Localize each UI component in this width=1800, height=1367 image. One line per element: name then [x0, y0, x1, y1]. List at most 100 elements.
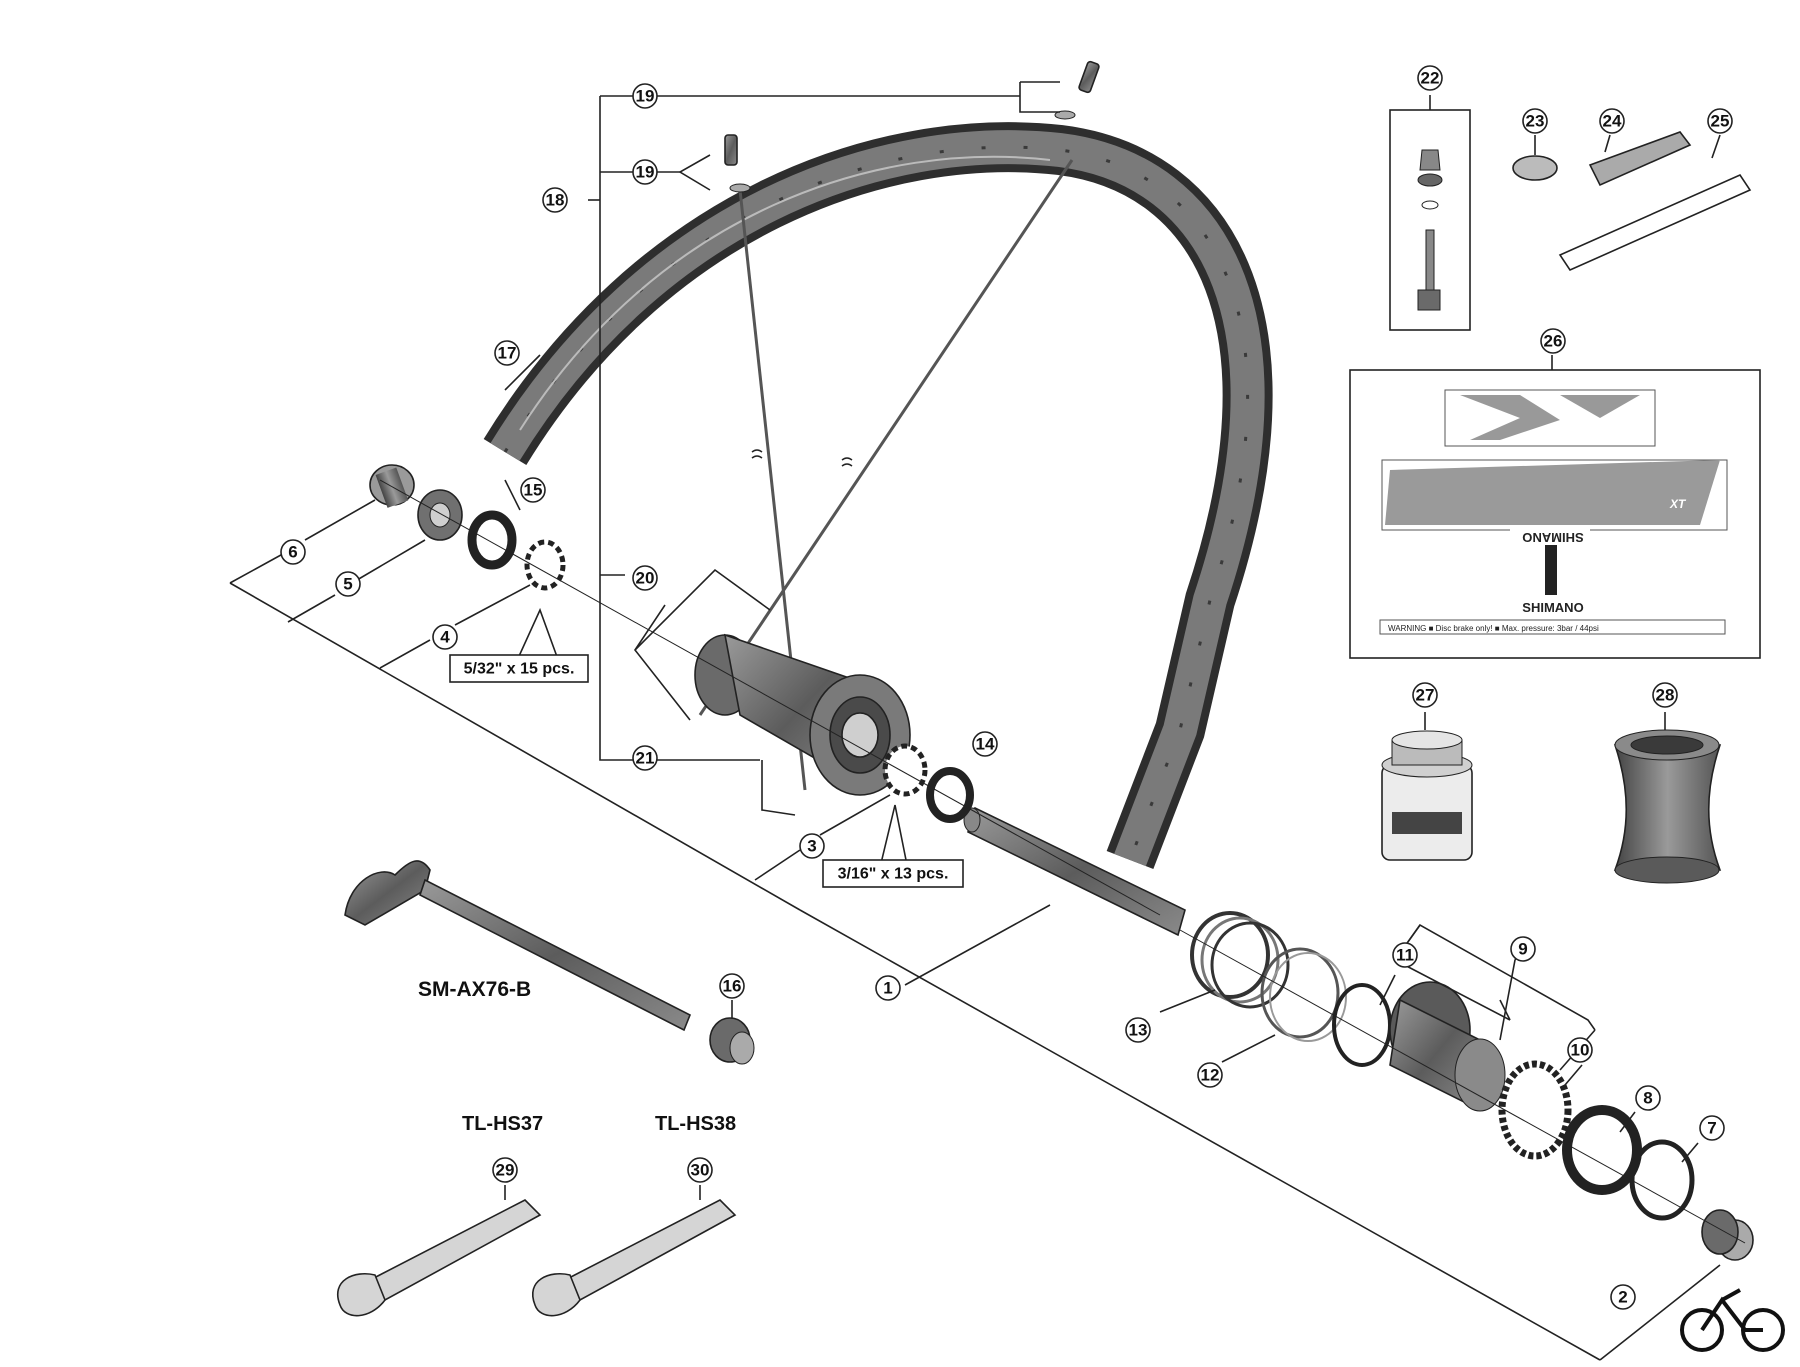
callout-circle: [632, 565, 658, 591]
callout-number: 22: [1421, 69, 1440, 88]
tool-a-label: TL-HS37: [462, 1113, 543, 1135]
spoke-group-leaders: [504, 81, 1060, 816]
rim: [483, 122, 1273, 869]
grease-jar-27: [1381, 712, 1473, 861]
seal-8: [1562, 1105, 1642, 1195]
callout-number: 25: [1711, 112, 1730, 131]
spring-13: [1190, 911, 1290, 1009]
callout-circle: [632, 745, 658, 771]
callout-number: 7: [1707, 1119, 1716, 1138]
lock-nut-5: [417, 489, 463, 541]
callout-circle: [875, 975, 901, 1001]
callout-number: 13: [1129, 1021, 1148, 1040]
callout-circle: [1392, 942, 1418, 968]
callout-circle: [972, 731, 998, 757]
hub-axle: [963, 806, 1186, 937]
callout-circle: [1567, 1037, 1593, 1063]
callout-number: 12: [1201, 1066, 1220, 1085]
dust-seal-15: [467, 510, 517, 570]
callout-number: 29: [496, 1161, 515, 1180]
callout-circle: [1412, 682, 1438, 708]
axis-line-left: [379, 479, 1161, 916]
callout-number: 17: [498, 344, 517, 363]
thru-axle: [344, 860, 692, 1032]
valve-kit-22: [1389, 95, 1471, 331]
axis-line-right: [1179, 929, 1746, 1244]
tool-b-label: TL-HS38: [655, 1113, 736, 1135]
spring-12: [1260, 947, 1347, 1042]
spoke-key-24: [1588, 131, 1692, 187]
callout-number: 8: [1643, 1089, 1652, 1108]
spoke-nipple-left: [724, 134, 751, 193]
decal-xt-mark: XT: [1669, 497, 1687, 511]
callout-number: 26: [1544, 332, 1563, 351]
callout-circle: [1599, 108, 1625, 134]
callout-number: 27: [1416, 686, 1435, 705]
callout-number: 19: [636, 163, 655, 182]
callout-circle: [1610, 1284, 1636, 1310]
callout-number: 10: [1571, 1041, 1590, 1060]
callout-number: 24: [1603, 112, 1622, 131]
qty-box-small-balls: 5/32" x 15 pcs.: [449, 654, 589, 683]
callout-circle: [542, 187, 568, 213]
qty-small-balls-text: 5/32" x 15 pcs.: [464, 661, 575, 678]
seal-7: [1629, 1139, 1695, 1221]
decal-brand-mirrored: SHIMANO: [1522, 530, 1583, 545]
cone-wrench-29: [337, 1185, 542, 1317]
callout-number: 18: [546, 191, 565, 210]
qty-large-balls-text: 3/16" x 13 pcs.: [838, 866, 949, 883]
callout-number: 20: [636, 569, 655, 588]
qty-box-large-balls: 3/16" x 13 pcs.: [822, 859, 964, 888]
callout-number: 30: [691, 1161, 710, 1180]
callout-number: 9: [1518, 940, 1527, 959]
bicycle-icon: [1680, 1288, 1785, 1352]
freehub-body-9: [1389, 981, 1506, 1112]
axle-nut-16: [709, 1017, 755, 1065]
callout-circle: [1635, 1085, 1661, 1111]
callout-circle: [719, 973, 745, 999]
rim-tape-tool-23: [1512, 135, 1558, 181]
spoke-nipple-top: [1054, 60, 1100, 120]
ball-retainer-3: [882, 743, 928, 797]
axle-model-label: SM-AX76-B: [418, 978, 531, 1001]
callout-circle: [280, 539, 306, 565]
callout-number: 2: [1618, 1288, 1627, 1307]
callout-number: 14: [976, 735, 995, 754]
callout-circle: [432, 624, 458, 650]
decal-warning: WARNING ■ Disc brake only! ■ Max. pressu…: [1388, 624, 1599, 633]
end-cap-2: [1701, 1209, 1754, 1261]
callout-number: 1: [883, 979, 892, 998]
callout-number: 23: [1526, 112, 1545, 131]
callout-circle: [335, 571, 361, 597]
callout-number: 19: [636, 87, 655, 106]
callout-circle: [687, 1157, 713, 1183]
callout-circle: [492, 1157, 518, 1183]
callout-number: 28: [1656, 686, 1675, 705]
callout-number: 6: [288, 543, 297, 562]
callout-circle: [1707, 108, 1733, 134]
cone-wrench-30: [532, 1185, 737, 1317]
callout-number: 15: [524, 481, 543, 500]
bushing-28: [1613, 712, 1722, 884]
callout-circle: [1125, 1017, 1151, 1043]
callout-number: 5: [343, 575, 352, 594]
seal-ring-14: [926, 767, 974, 823]
callout-number: 16: [723, 977, 742, 996]
callout-circle: [1699, 1115, 1725, 1141]
callout-number: 4: [440, 628, 450, 647]
callout-circle: [1510, 936, 1536, 962]
callout-circle: [1652, 682, 1678, 708]
callout-circle: [632, 159, 658, 185]
callout-circle: [632, 83, 658, 109]
o-ring-11: [1332, 983, 1392, 1067]
callout-circle: [799, 833, 825, 859]
decal-set-26: [1349, 355, 1761, 659]
callout-circle: [1417, 65, 1443, 91]
callout-number: 11: [1396, 946, 1414, 965]
callout-circle: [520, 477, 546, 503]
rim-tape-25: [1558, 134, 1752, 272]
callout-circle: [494, 340, 520, 366]
ratchet-ring-10: [1498, 1060, 1572, 1160]
